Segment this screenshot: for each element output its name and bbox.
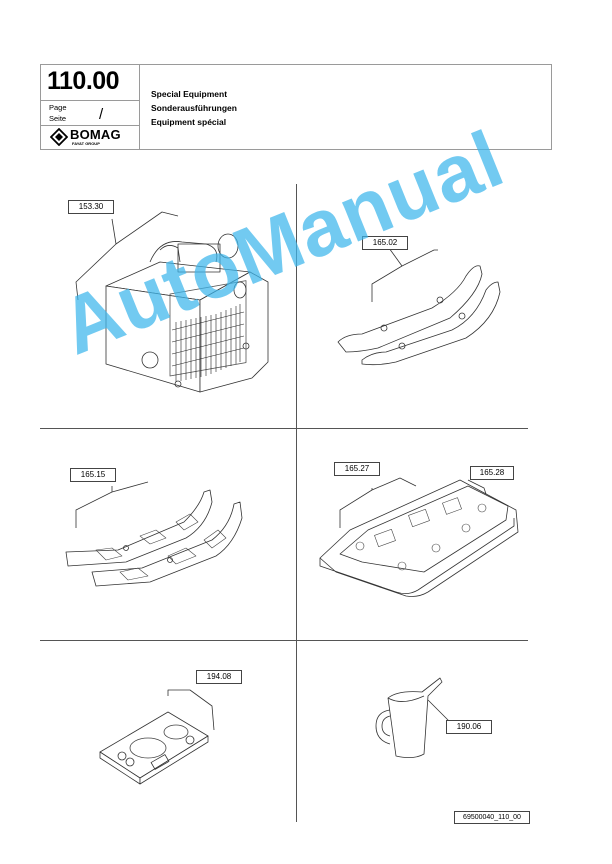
title-fr: Equipment spécial — [151, 117, 227, 127]
vertical-divider — [296, 184, 297, 822]
callout-165-15: 165.15 — [70, 468, 116, 482]
logo-subtext: FAYAT GROUP — [72, 141, 100, 146]
logo-diamond-icon — [50, 128, 68, 146]
repair-kit-illustration — [99, 689, 215, 785]
base-frame-illustration — [319, 477, 519, 597]
callout-153-30: 153.30 — [68, 200, 114, 214]
skid-set-illustration — [65, 481, 243, 587]
title-de: Sonderausführungen — [151, 103, 237, 113]
horizontal-divider — [40, 428, 528, 429]
title-en: Special Equipment — [151, 89, 228, 99]
document-reference: 69500040_110_00 — [454, 811, 530, 824]
measuring-jug-illustration — [375, 677, 453, 758]
rail-set-illustration — [337, 247, 501, 366]
logo-text: BOMAG — [70, 127, 121, 142]
title-block: Special Equipment Sonderausführungen Equ… — [151, 87, 237, 129]
callout-165-28: 165.28 — [470, 466, 514, 480]
page-value: / — [99, 106, 104, 123]
bomag-logo: BOMAG FAYAT GROUP — [50, 127, 134, 148]
horizontal-divider — [40, 640, 528, 641]
page-label: Page — [49, 103, 67, 112]
seite-label: Seite — [49, 114, 67, 123]
engine-cover-illustration — [75, 211, 269, 393]
callout-165-27: 165.27 — [334, 462, 380, 476]
header-divider — [41, 100, 139, 101]
header-divider — [41, 125, 139, 126]
header-block: 110.00 Page Seite / BOMAG FAYAT GROUP Sp… — [40, 64, 552, 150]
callout-165-02: 165.02 — [362, 236, 408, 250]
header-left-cell: 110.00 Page Seite / BOMAG FAYAT GROUP — [41, 65, 140, 149]
section-number: 110.00 — [47, 67, 120, 95]
callout-190-06: 190.06 — [446, 720, 492, 734]
callout-194-08: 194.08 — [196, 670, 242, 684]
